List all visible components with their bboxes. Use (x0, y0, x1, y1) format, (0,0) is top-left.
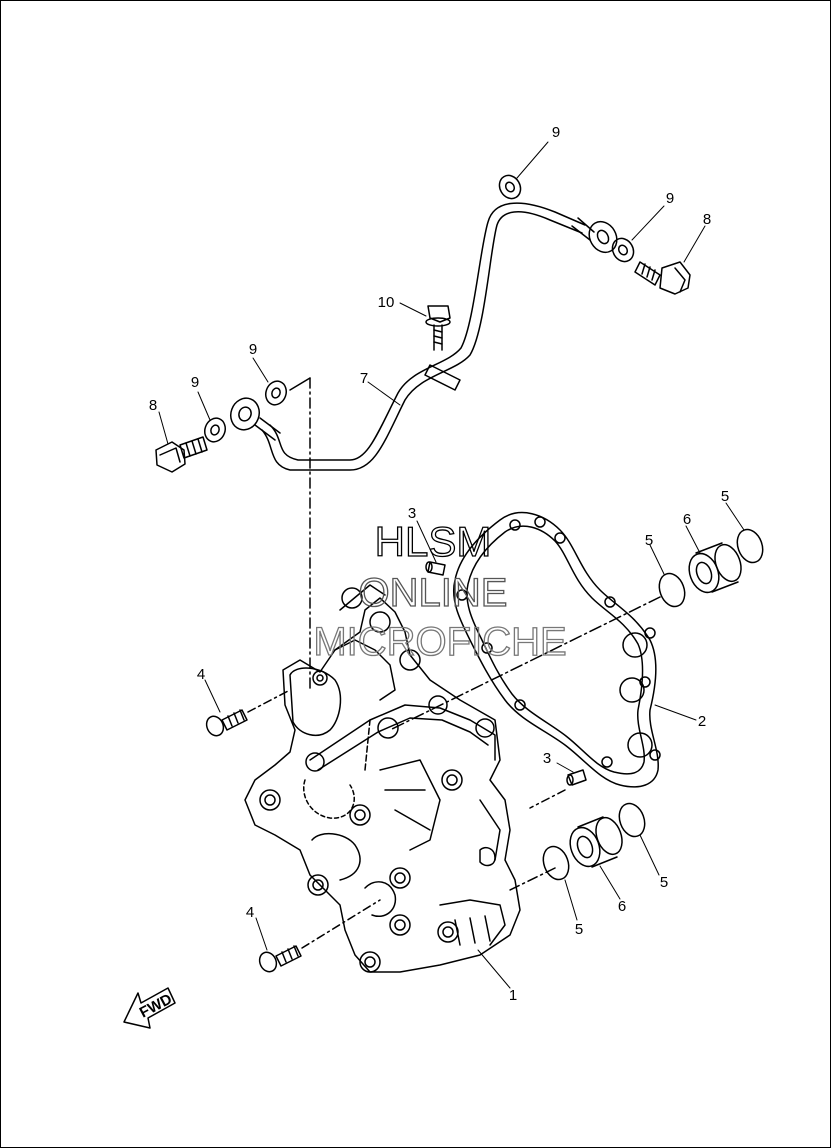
fwd-arrow-icon (123, 987, 176, 1029)
callout-2: 2 (698, 713, 706, 730)
dowel-pin-3-lower (566, 769, 587, 786)
o-ring-5-upper-right (736, 528, 764, 564)
banjo-fitting-left (230, 397, 260, 431)
o-ring-5-upper-left (658, 572, 686, 608)
washer-9-left-lower (203, 417, 227, 443)
callout-5-upper-right: 5 (721, 488, 729, 505)
banjo-fitting-right (588, 220, 618, 254)
oil-pipe (254, 202, 595, 471)
callout-4-lower: 4 (246, 904, 254, 921)
leader-lines (158, 141, 745, 989)
callout-7: 7 (360, 370, 368, 387)
bolt-4-upper (205, 689, 291, 737)
callout-10: 10 (378, 294, 395, 311)
callout-9-left-lower: 9 (191, 374, 199, 391)
callout-4-upper: 4 (197, 666, 205, 683)
callout-9-right: 9 (666, 190, 674, 207)
watermark: HLSM ONLINE MICROFICHE (313, 517, 568, 664)
callout-3-upper: 3 (408, 505, 416, 522)
o-ring-5-lower-right (618, 802, 646, 838)
dowel-pin-3-upper (425, 561, 446, 576)
bolt-4-lower (258, 899, 381, 973)
o-ring-5-lower-left (542, 845, 570, 881)
watermark-line-2: ONLINE (359, 571, 508, 615)
callout-5-lower-left: 5 (575, 921, 583, 938)
collar-6-upper (688, 542, 742, 594)
bolt-10 (425, 305, 451, 351)
watermark-line-1: HLSM (375, 518, 492, 565)
washer-9-right (611, 237, 635, 263)
collar-6-lower (569, 816, 623, 868)
callout-8-right: 8 (703, 211, 711, 228)
callouts: 9 9 8 10 9 9 8 7 3 5 6 5 4 2 3 5 6 5 4 1 (149, 124, 729, 1004)
cover-gasket (452, 511, 661, 788)
callout-9-top: 9 (552, 124, 560, 141)
callout-3-lower: 3 (543, 750, 551, 767)
watermark-line-3: MICROFICHE (313, 620, 566, 664)
washer-9-left-upper (264, 380, 288, 406)
callout-8-left: 8 (149, 397, 157, 414)
union-bolt-8-right (634, 261, 691, 295)
callout-9-left-upper: 9 (249, 341, 257, 358)
callout-5-lower-right: 5 (660, 874, 668, 891)
callout-5-upper-left: 5 (645, 532, 653, 549)
union-bolt-8-left (155, 436, 208, 473)
callout-6-upper: 6 (683, 511, 691, 528)
crankcase-cover (244, 584, 521, 973)
washer-9-top (498, 174, 522, 200)
callout-6-lower: 6 (618, 898, 626, 915)
callout-1: 1 (509, 987, 517, 1004)
